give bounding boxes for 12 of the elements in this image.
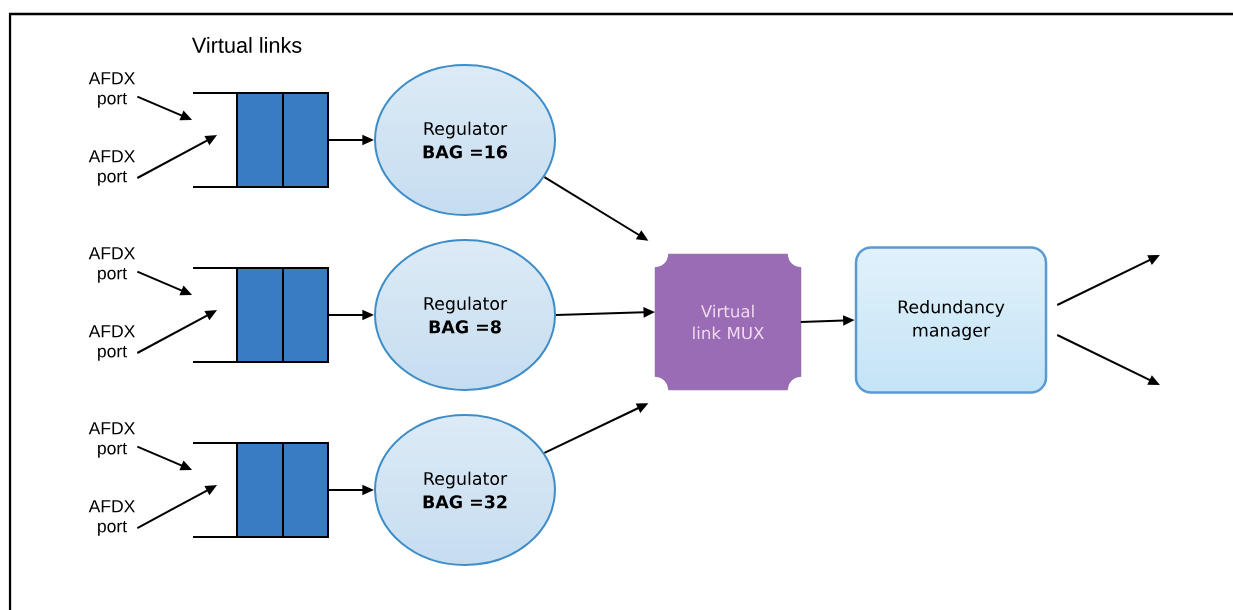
port-label: AFDX port (88, 500, 135, 536)
heading: Virtual links (191, 37, 302, 53)
port-label: AFDX port (88, 72, 135, 108)
port-label: AFDX port (88, 247, 135, 283)
queue-drawing (192, 92, 329, 188)
port-label: AFDX port (88, 150, 135, 186)
port-label: AFDX port (88, 325, 135, 361)
manager-box: Redundancy manager (854, 246, 1048, 394)
queue-drawing (192, 267, 329, 363)
mux-block: Virtual link MUX (654, 253, 802, 391)
queue-drawing (192, 442, 329, 538)
port-label: AFDX port (88, 422, 135, 458)
